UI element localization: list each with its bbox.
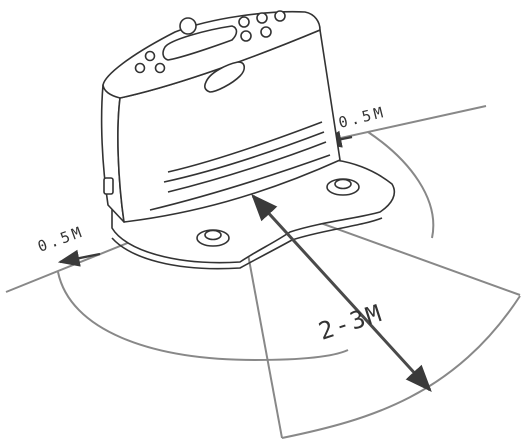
dock-display xyxy=(162,25,238,61)
front-range-label: 2-3M xyxy=(315,299,386,346)
right-clearance-label: 0.5M xyxy=(337,103,388,132)
dock-power-button xyxy=(179,17,197,35)
left-clearance-arrow xyxy=(57,249,101,267)
dock-button-5 xyxy=(260,26,272,38)
right-clearance-line xyxy=(317,105,487,144)
charging-dock xyxy=(100,10,396,270)
dock-sensor-line-1 xyxy=(167,121,323,173)
side-range-arc xyxy=(57,271,349,362)
dock-sensor-line-2 xyxy=(163,131,325,183)
left-clearance-label: 0.5M xyxy=(35,222,86,255)
dock-button-7 xyxy=(134,62,146,74)
left-clearance-line xyxy=(5,239,136,293)
dock-handle-slot xyxy=(204,61,246,93)
front-range-arrow xyxy=(251,194,432,392)
dock-button-1 xyxy=(238,16,250,28)
dock-button-4 xyxy=(240,30,252,42)
charging-contact-left-inner xyxy=(204,229,222,241)
dock-sensor-line-3 xyxy=(167,141,327,193)
dock-button-2 xyxy=(256,12,268,24)
side-range-arc-right xyxy=(367,131,435,239)
dock-button-3 xyxy=(274,10,286,22)
dock-button-8 xyxy=(154,62,166,74)
dock-button-6 xyxy=(144,50,156,62)
dock-front-seam xyxy=(149,154,331,211)
charging-contact-right-inner xyxy=(334,178,352,190)
front-fan-arc xyxy=(281,295,521,439)
dock-side-port xyxy=(103,177,114,195)
